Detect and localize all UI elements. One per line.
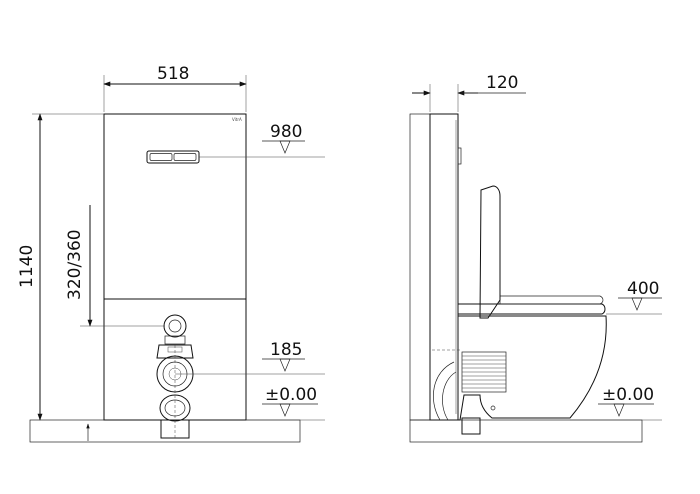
side-floor-slab bbox=[409, 419, 643, 443]
flush-plate bbox=[146, 150, 200, 164]
drain-pipe bbox=[432, 349, 481, 435]
front-floor-label: ±0.00 bbox=[265, 385, 317, 405]
width-label: 518 bbox=[157, 64, 189, 84]
height-dimension: 1140 bbox=[17, 113, 104, 421]
pipe-assembly bbox=[156, 314, 194, 440]
height-label: 1140 bbox=[17, 245, 37, 288]
range-dimension: 320/360 bbox=[65, 205, 165, 327]
depth-label: 120 bbox=[486, 73, 518, 93]
seat-level-label: 400 bbox=[627, 279, 659, 299]
flush-grille bbox=[461, 351, 507, 393]
outlet-level-marker: 185 bbox=[175, 340, 325, 375]
range-label: 320/360 bbox=[65, 229, 85, 300]
front-floor-level-marker: ±0.00 bbox=[246, 385, 325, 421]
side-wall bbox=[409, 113, 431, 421]
button-level-label: 980 bbox=[270, 122, 302, 142]
front-view: VitrA 518 bbox=[17, 64, 325, 443]
toilet-bowl bbox=[457, 295, 607, 421]
outlet-level-label: 185 bbox=[270, 340, 302, 360]
seat-level-marker: 400 bbox=[606, 279, 662, 315]
front-floor-slab bbox=[29, 419, 301, 443]
side-floor-level-marker: ±0.00 bbox=[570, 385, 662, 421]
bolt bbox=[490, 405, 496, 411]
side-view: 120 400 ±0.00 bbox=[409, 73, 662, 443]
button-level-marker: 980 bbox=[199, 122, 325, 158]
toilet-lid bbox=[479, 185, 501, 319]
side-floor-label: ±0.00 bbox=[602, 385, 654, 405]
upper-panel bbox=[103, 113, 247, 300]
depth-dimension: 120 bbox=[412, 73, 526, 112]
width-dimension: 518 bbox=[103, 64, 247, 112]
frame-panel bbox=[429, 113, 459, 421]
brand-logo: VitrA bbox=[232, 117, 242, 122]
